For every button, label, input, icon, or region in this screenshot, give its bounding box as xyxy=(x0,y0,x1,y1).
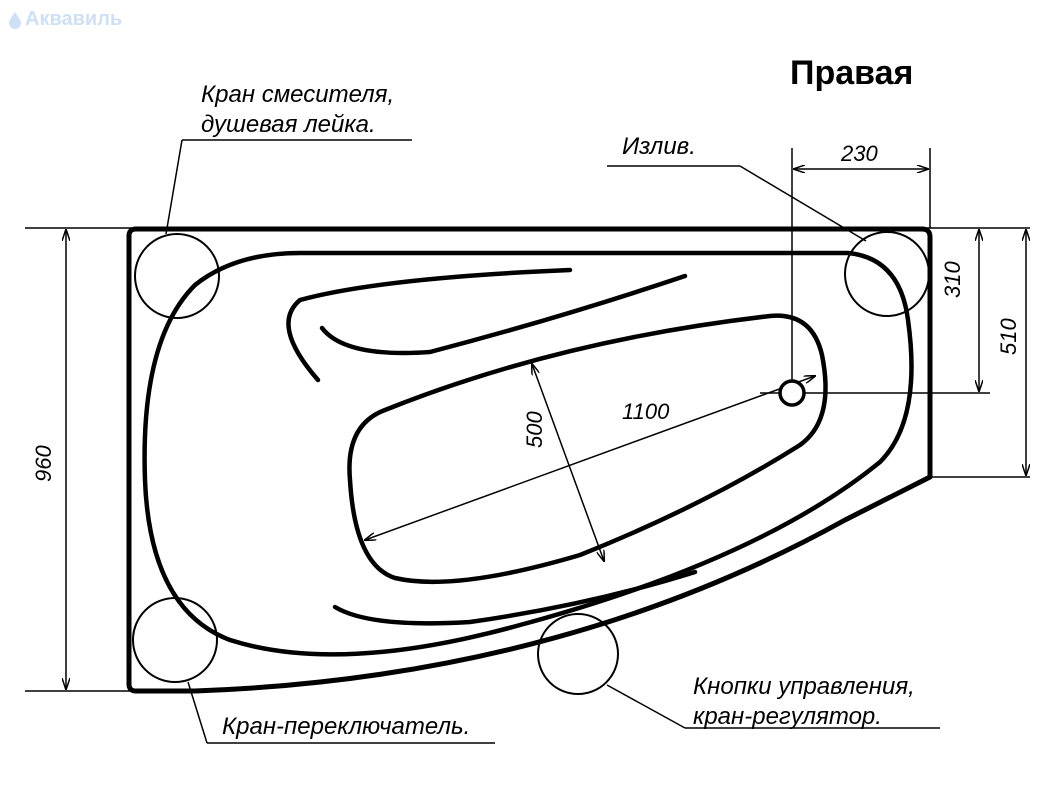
label-control-buttons-line2: кран-регулятор. xyxy=(693,703,882,730)
dimension-310: 310 xyxy=(940,261,965,298)
drop-icon xyxy=(9,11,21,29)
dim-line-1100 xyxy=(365,376,815,540)
switch-valve-circle xyxy=(132,597,218,683)
fixture-circles xyxy=(132,231,930,695)
label-faucet-mixer: Кран смесителя, душевая лейка. xyxy=(201,80,394,140)
dimension-lines xyxy=(66,169,1026,689)
dimension-510: 510 xyxy=(996,318,1021,355)
drain-icon xyxy=(778,379,806,407)
tub-outer-rim xyxy=(126,226,933,694)
dim-line-500 xyxy=(532,364,604,561)
mixer-faucet-circle xyxy=(134,233,220,319)
label-faucet-mixer-line1: Кран смесителя, xyxy=(201,81,395,108)
label-spout: Излив. xyxy=(622,133,696,160)
watermark-text: Аквавиль xyxy=(25,8,123,30)
spout-circle xyxy=(844,231,930,317)
leader-lines xyxy=(165,139,940,744)
dimension-230: 230 xyxy=(841,141,878,166)
tub-bottom xyxy=(347,313,828,585)
dimension-500: 500 xyxy=(522,411,547,448)
dimension-1100: 1100 xyxy=(622,399,670,424)
page-title: Правая xyxy=(790,54,914,92)
control-buttons-circle xyxy=(537,613,619,695)
label-switch-valve: Кран-переключатель. xyxy=(222,713,471,740)
tub-inner-edge xyxy=(142,250,914,657)
watermark: Аквавиль xyxy=(8,8,122,31)
label-faucet-mixer-line2: душевая лейка. xyxy=(201,111,376,138)
label-control-buttons: Кнопки управления, кран-регулятор. xyxy=(693,672,915,732)
dimension-960: 960 xyxy=(31,445,56,482)
label-control-buttons-line1: Кнопки управления, xyxy=(693,673,915,700)
tub-contour-ridges xyxy=(286,267,698,626)
